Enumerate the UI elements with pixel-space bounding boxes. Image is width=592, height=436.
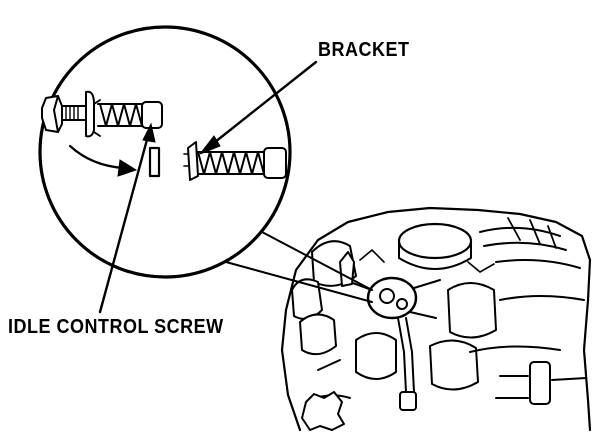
- bracket-label: BRACKET: [318, 38, 410, 61]
- magnifier-leader-top: [261, 231, 373, 291]
- idle-screw-assembly: [41, 90, 163, 138]
- idle-screw-callout-arrow: [98, 122, 156, 314]
- curved-arrow-head: [117, 159, 138, 177]
- magnifier-leader-bottom: [225, 261, 373, 303]
- bracket-assembly: [183, 141, 287, 181]
- idle-control-screw-label: IDLE CONTROL SCREW: [8, 315, 224, 338]
- engine-illustration: [280, 206, 592, 432]
- magnified-detail: [38, 25, 292, 279]
- bracket-callout-arrow: [198, 60, 318, 156]
- removed-piece: [148, 146, 161, 178]
